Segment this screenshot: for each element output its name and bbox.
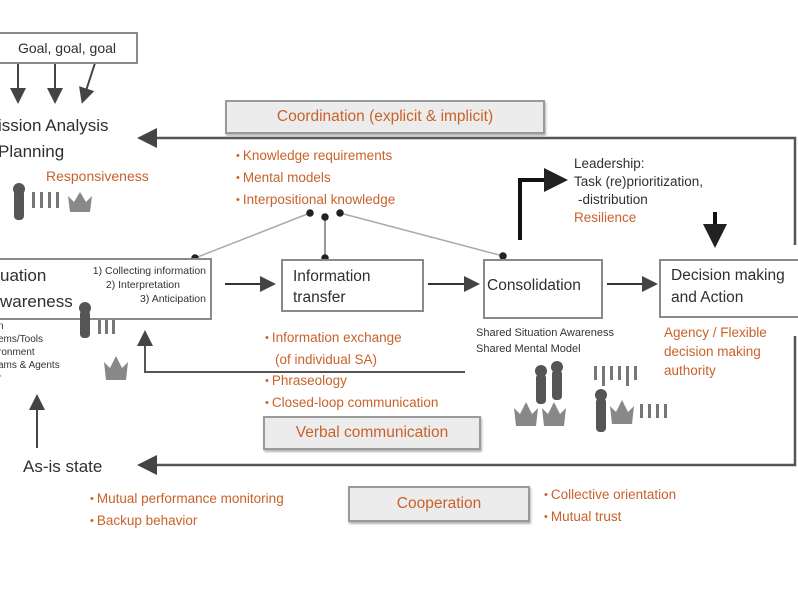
coordination-label: Coordination (explicit & implicit): [276, 108, 494, 125]
coordination-spoke-consolidation: [336, 209, 507, 260]
leadership-quality: Resilience: [574, 210, 637, 225]
decision-quality-line3: authority: [664, 363, 716, 378]
person-icon: [80, 310, 90, 338]
situation-awareness-box: uation wareness 1) Collecting informatio…: [0, 258, 212, 320]
cooperation-bullet: Backup behavior: [90, 510, 284, 532]
cooperation-label: Cooperation: [396, 495, 482, 512]
consolidation-title: Consolidation: [487, 277, 581, 294]
coordination-label-box: Coordination (explicit & implicit): [225, 100, 545, 134]
sa-context-item: ronment: [0, 347, 35, 358]
feedback-to-as-is-arrow: [137, 336, 797, 475]
verbal-communication-label-box: Verbal communication: [263, 416, 481, 450]
robot-icon: [68, 192, 92, 212]
antenna-icon: [640, 404, 667, 418]
transfer-bullet: Information exchange: [265, 327, 438, 349]
decision-box: Decision making and Action: [659, 259, 798, 318]
coordination-bullet: Interpositional knowledge: [236, 189, 395, 211]
sa-context-item: ams & Agents: [0, 360, 60, 371]
decision-quality-line2: decision making: [664, 344, 761, 359]
consolidation-caption-line1: Shared Situation Awareness: [476, 327, 614, 339]
coordination-bullet: Mental models: [236, 167, 395, 189]
sa-step: 2) Interpretation: [105, 279, 180, 291]
sa-context-item: ems/Tools: [0, 334, 44, 345]
transfer-title-line1: Information: [293, 268, 371, 285]
team-icons-mission: [13, 183, 92, 220]
goal-arrow-3: [79, 62, 96, 104]
robot-icon: [542, 402, 566, 426]
decision-title-line1: Decision making: [671, 267, 785, 284]
leadership-line3: -distribution: [578, 192, 648, 207]
goal-label: Goal, goal, goal: [17, 40, 117, 56]
team-icons-sa: [79, 302, 128, 380]
transfer-bullet-continuation: (of individual SA): [275, 352, 378, 367]
goal-box: Goal, goal, goal: [0, 32, 138, 64]
mission-title-line1: ission Analysis: [0, 116, 109, 135]
cooperation-label-box: Cooperation: [348, 486, 530, 522]
antenna-icon: [98, 320, 115, 334]
consolidation-caption-line2: Shared Mental Model: [476, 343, 581, 355]
consolidation-box: Consolidation: [483, 259, 603, 319]
coordination-bullet: Knowledge requirements: [236, 145, 395, 167]
sa-context-list: n ems/Tools ronment ams & Agents r: [0, 320, 60, 385]
person-icon: [536, 374, 546, 404]
person-icon: [596, 398, 606, 432]
mission-title-line2: Planning: [0, 142, 65, 161]
transfer-title-line2: transfer: [293, 289, 346, 306]
cooperation-left-bullets: Mutual performance monitoring Backup beh…: [90, 488, 284, 532]
person-icon: [552, 370, 562, 400]
robot-icon: [104, 356, 128, 380]
person-icon: [14, 190, 24, 220]
cooperation-bullet: Collective orientation: [544, 484, 676, 506]
antenna-icon: [32, 192, 59, 208]
robot-icon: [514, 402, 538, 426]
as-is-state-label: As-is state: [23, 457, 103, 476]
sa-title-line1: uation: [0, 266, 47, 285]
leadership-line1: Leadership:: [574, 156, 645, 171]
transfer-bullets: Information exchange (of individual SA) …: [265, 327, 439, 414]
leadership-line2: Task (re)prioritization,: [574, 174, 704, 189]
consolidation-caption: Shared Situation Awareness Shared Mental…: [476, 325, 614, 357]
team-icons-consolidation: [514, 361, 667, 432]
cooperation-right-bullets: Collective orientation Mutual trust: [544, 484, 676, 528]
consolidation-to-leadership-arrow: [518, 168, 568, 240]
transfer-bullet: Phraseology: [265, 370, 438, 392]
sa-context-item: r: [0, 372, 60, 385]
information-transfer-box: Information transfer: [281, 259, 424, 312]
antenna-icon: [594, 366, 637, 386]
coordination-spoke-sa: [191, 209, 314, 262]
cooperation-bullet: Mutual performance monitoring: [90, 488, 284, 510]
decision-quality: Agency / Flexible decision making author…: [664, 323, 767, 380]
sa-step: 1) Collecting information: [92, 265, 206, 277]
feedback-to-mission-arrow: [137, 128, 797, 245]
robot-icon: [610, 400, 634, 424]
sa-step: 3) Anticipation: [140, 293, 206, 305]
cooperation-bullet: Mutual trust: [544, 506, 676, 528]
transfer-bullet: Closed-loop communication: [265, 392, 439, 414]
mission-quality: Responsiveness: [46, 168, 149, 184]
sa-context-item: n: [0, 321, 4, 332]
sa-steps: 1) Collecting information 2) Interpretat…: [93, 264, 206, 306]
decision-title-line2: and Action: [671, 289, 744, 306]
coordination-bullets: Knowledge requirements Mental models Int…: [236, 145, 395, 211]
leadership-block: Leadership: Task (re)prioritization, -di…: [574, 155, 703, 227]
verbal-communication-label: Verbal communication: [295, 424, 449, 441]
decision-quality-line1: Agency / Flexible: [664, 325, 767, 340]
sa-title-line2: wareness: [0, 292, 73, 311]
